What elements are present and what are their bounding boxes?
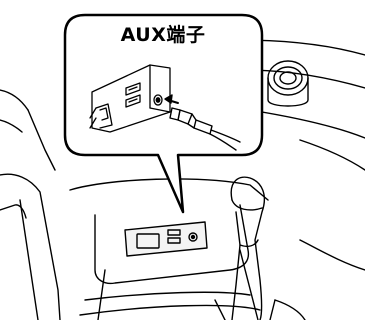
shift-boot — [214, 239, 365, 320]
usb-port-icon — [125, 82, 141, 108]
console-port-plate — [124, 221, 208, 257]
port-closeup — [89, 64, 171, 133]
lighter-socket-icon — [267, 60, 309, 107]
callout-title: AUX端子 — [120, 24, 206, 46]
audio-plug-icon — [169, 107, 241, 151]
gear-shift-knob-icon — [230, 176, 266, 320]
aux-jack-icon — [153, 94, 163, 106]
left-trim-outline — [0, 89, 61, 320]
console-panel — [69, 178, 269, 320]
insert-arrow-icon — [164, 94, 179, 104]
aux-jack-icon — [188, 232, 198, 242]
